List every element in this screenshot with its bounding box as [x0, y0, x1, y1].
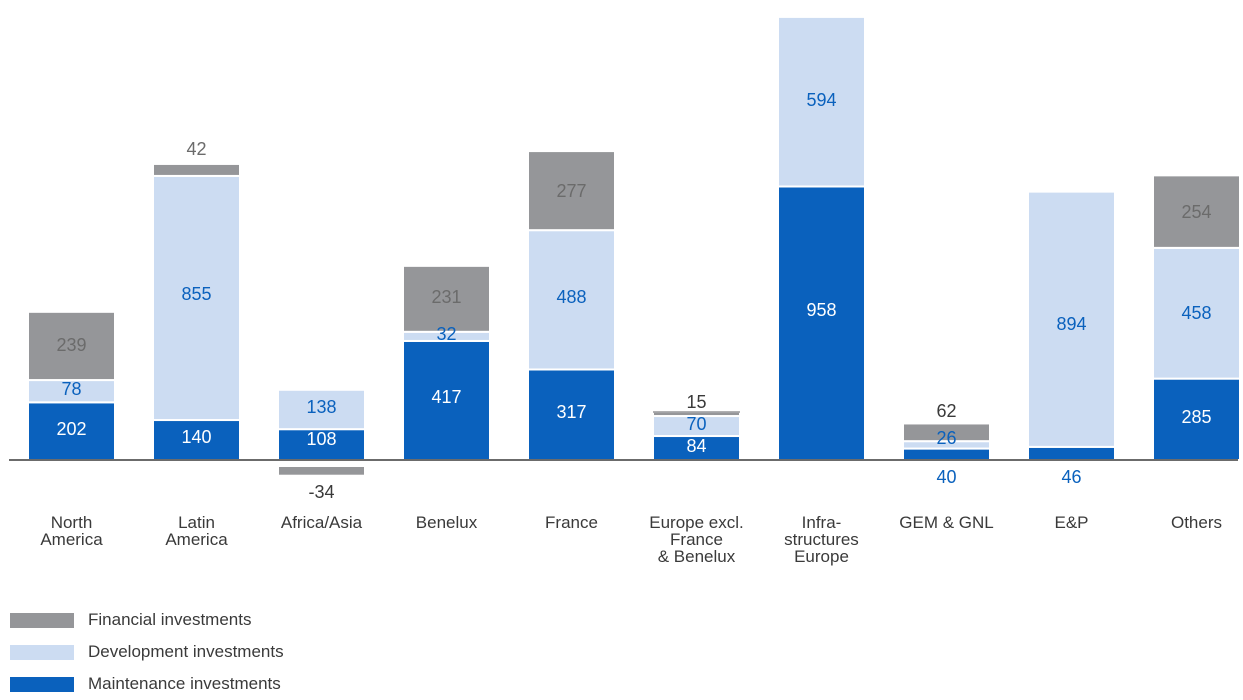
value-label-maintenance-8: 46 [1061, 467, 1081, 487]
category-label-e-p: E&P [1054, 513, 1088, 532]
value-label-development-3: 32 [436, 324, 456, 344]
value-label-maintenance-6: 958 [806, 300, 836, 320]
value-label-maintenance-7: 40 [936, 467, 956, 487]
bar-financial-0 [27, 310, 116, 382]
value-label-maintenance-4: 317 [556, 402, 586, 422]
value-label-financial-3: 231 [431, 287, 461, 307]
bar-financial-4 [527, 150, 616, 232]
legend: Financial investments Development invest… [10, 604, 284, 700]
legend-label-development: Development investments [88, 642, 284, 661]
value-label-maintenance-1: 140 [181, 427, 211, 447]
value-label-development-9: 458 [1181, 303, 1211, 323]
value-label-financial-9: 254 [1181, 202, 1211, 222]
value-label-maintenance-2: 108 [306, 429, 336, 449]
legend-swatch-financial [10, 612, 74, 628]
category-label-benelux: Benelux [416, 513, 478, 532]
value-label-maintenance-0: 202 [56, 419, 86, 439]
bar-maintenance-4 [527, 368, 616, 461]
value-label-development-6: 594 [806, 90, 836, 110]
bar-development-2 [277, 388, 366, 431]
bar-development-1 [152, 174, 241, 422]
value-label-development-8: 894 [1056, 314, 1086, 334]
legend-item-maintenance: Maintenance investments [10, 668, 284, 700]
value-label-development-1: 855 [181, 284, 211, 304]
value-label-development-7: 26 [936, 428, 956, 448]
legend-swatch-maintenance [10, 676, 74, 692]
legend-label-financial: Financial investments [88, 610, 252, 629]
bar-maintenance-1 [152, 419, 241, 461]
bar-development-8 [1027, 190, 1116, 448]
value-label-financial-5: 15 [686, 392, 706, 412]
value-label-development-2: 138 [306, 397, 336, 417]
bar-maintenance-9 [1152, 377, 1241, 462]
value-label-development-5: 70 [686, 414, 706, 434]
bar-development-9 [1152, 246, 1241, 380]
category-label-france: France [545, 513, 598, 532]
bar-maintenance-8 [1027, 445, 1116, 461]
category-label-europe-excl-france-benelux: Europe excl.France& Benelux [649, 513, 744, 566]
value-label-maintenance-3: 417 [431, 387, 461, 407]
value-label-maintenance-5: 84 [686, 436, 706, 456]
category-label-gem-gnl: GEM & GNL [899, 513, 993, 532]
legend-item-financial: Financial investments [10, 604, 284, 636]
value-label-financial-7: 62 [936, 401, 956, 421]
bar-development-4 [527, 229, 616, 371]
bar-financial-9 [1152, 174, 1241, 249]
value-label-financial-0: 239 [56, 335, 86, 355]
bar-development-6 [777, 15, 866, 188]
value-label-financial-1: 42 [186, 139, 206, 159]
bar-financial-3 [402, 264, 491, 333]
category-label-others: Others [1171, 513, 1222, 532]
bar-financial-2 [277, 465, 366, 477]
value-label-development-4: 488 [556, 287, 586, 307]
legend-swatch-development [10, 644, 74, 660]
bar-financial-1 [152, 162, 241, 177]
value-label-maintenance-9: 285 [1181, 407, 1211, 427]
value-label-financial-2: -34 [308, 482, 334, 502]
legend-item-development: Development investments [10, 636, 284, 668]
legend-label-maintenance: Maintenance investments [88, 674, 281, 693]
value-label-financial-4: 277 [556, 181, 586, 201]
bar-maintenance-7 [902, 447, 991, 461]
bar-maintenance-3 [402, 339, 491, 462]
bar-maintenance-6 [777, 185, 866, 462]
category-label-africa-asia: Africa/Asia [281, 513, 363, 532]
bar-financial-7 [902, 422, 991, 443]
bar-maintenance-0 [27, 401, 116, 461]
stacked-bar-chart: 202 78 239 140 855 42 108 138 -34 417 32 231 317 488 2… [9, 15, 1241, 566]
value-label-development-0: 78 [61, 379, 81, 399]
